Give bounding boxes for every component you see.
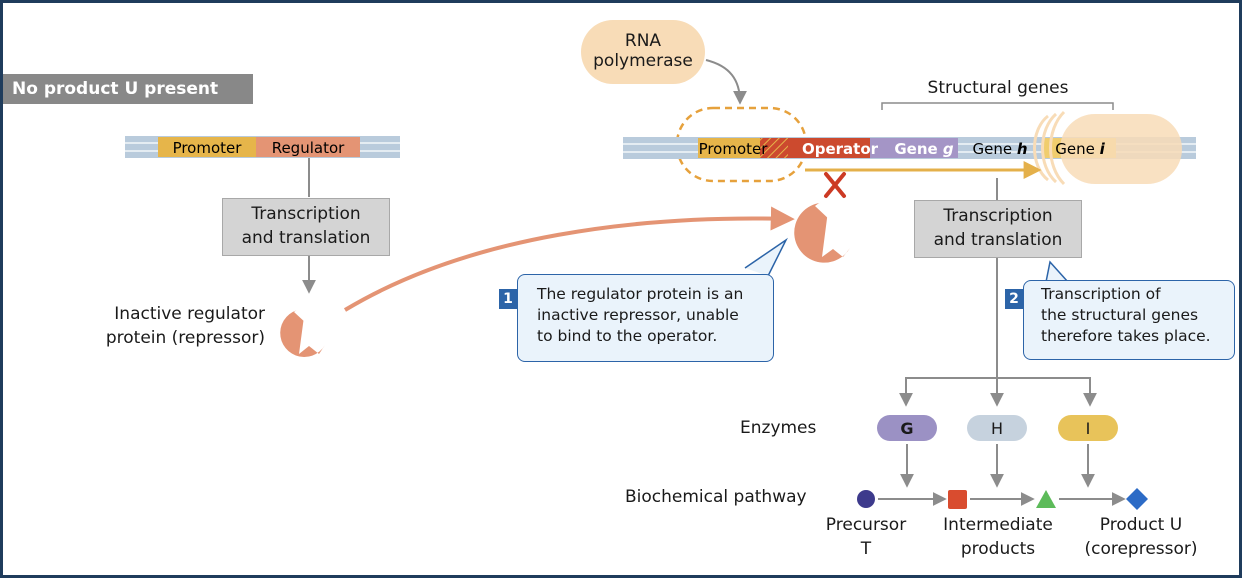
rna-polymerase-blob [581, 20, 705, 84]
repressor-movement-arrow [343, 206, 795, 312]
callout1-text: The regulator protein is an inactive rep… [537, 284, 769, 347]
enzyme-h-pill [967, 415, 1027, 441]
right-gene-g-segment [890, 138, 958, 158]
left-regulator-segment [256, 137, 360, 157]
intermediate-line1: Intermediate [943, 515, 1053, 535]
precursor-caption: Precursor T [814, 513, 918, 561]
x-mark-icon [824, 172, 846, 198]
callout2-text: Transcription of the structural genes th… [1041, 284, 1231, 347]
callout2-box [1023, 280, 1235, 360]
callout2-pointer [1045, 260, 1069, 283]
enzyme-i-label: I [1086, 419, 1091, 438]
operator-gene-g-overlap [870, 138, 890, 158]
left-dna-strand: Promoter Regulator [125, 136, 400, 158]
callout1-box [517, 274, 774, 362]
enzyme-i-pill [1058, 415, 1118, 441]
repressor-right-notch [815, 199, 847, 221]
intermediate-square [948, 490, 967, 509]
inactive-repressor-left [280, 308, 325, 357]
product-line1: Product U [1099, 515, 1183, 535]
intermediate-triangle [1036, 490, 1056, 508]
product-line2: (corepressor) [1084, 539, 1198, 559]
right-operator-segment [788, 138, 870, 158]
left-tt-line1: Transcription [251, 204, 361, 224]
inactive-regulator-label: Inactive regulator protein (repressor) [60, 302, 265, 350]
callout1-line3: to bind to the operator. [537, 327, 718, 345]
product-u-diamond [1126, 488, 1148, 510]
right-promoter-segment [698, 138, 760, 158]
transcribing-polymerase-blob [1060, 114, 1182, 184]
left-regulator-label: Regulator [272, 139, 345, 157]
precursor-line2: T [860, 539, 872, 559]
callout2-line2: the structural genes [1041, 306, 1199, 324]
rna-polymerase-line1: RNA [625, 31, 662, 51]
rna-polymerase-line2: polymerase [593, 51, 693, 71]
enzyme-g-label: G [900, 419, 913, 438]
right-promoter-label: Promoter [699, 140, 769, 158]
precursor-line1: Precursor [825, 515, 907, 535]
promoter-operator-overlap [760, 138, 788, 158]
repressor-left-notch [294, 307, 320, 324]
inactive-label-line1: Inactive regulator [114, 304, 265, 324]
callout2-number: 2 [1005, 289, 1023, 309]
right-operator-label: Operator [802, 140, 879, 158]
right-gene-h-label: Gene h [972, 140, 1027, 158]
enzyme-h-label: H [991, 419, 1003, 438]
right-gene-i-label: Gene i [1055, 140, 1105, 158]
left-promoter-label: Promoter [173, 139, 243, 157]
right-tt-line2: and translation [933, 230, 1063, 250]
intermediate-caption: Intermediate products [930, 513, 1066, 561]
inactive-repressor-right [794, 202, 850, 263]
callout1-pointer [744, 237, 788, 277]
biochemical-pathway-label: Biochemical pathway [625, 487, 807, 507]
precursor-t-circle [857, 490, 875, 508]
enzymes-label: Enzymes [740, 418, 817, 438]
right-tt-line1: Transcription [943, 206, 1053, 226]
polymerase-binding-arrow [705, 59, 747, 105]
no-product-banner: No product U present [3, 74, 253, 104]
inactive-label-line2: protein (repressor) [105, 328, 265, 348]
left-tt-line2: and translation [241, 228, 371, 248]
right-gene-g-label: Gene g [894, 140, 954, 158]
callout1-line1: The regulator protein is an [537, 285, 744, 303]
structural-genes-label: Structural genes [928, 78, 1069, 98]
callout2-line3: therefore takes place. [1041, 327, 1211, 345]
right-transcription-translation-box: Transcription and translation [914, 200, 1082, 258]
intermediate-line2: products [960, 539, 1036, 559]
structural-genes-bracket [881, 102, 1114, 110]
left-transcription-translation-box: Transcription and translation [222, 198, 390, 256]
callout2-line1: Transcription of [1041, 285, 1161, 303]
callout1-number: 1 [499, 289, 517, 309]
enzyme-g-pill [877, 415, 937, 441]
left-promoter-segment [158, 137, 256, 157]
transcribing-polymerase [1033, 110, 1182, 186]
callout1-line2: inactive repressor, unable [537, 306, 739, 324]
product-caption: Product U (corepressor) [1068, 513, 1214, 561]
